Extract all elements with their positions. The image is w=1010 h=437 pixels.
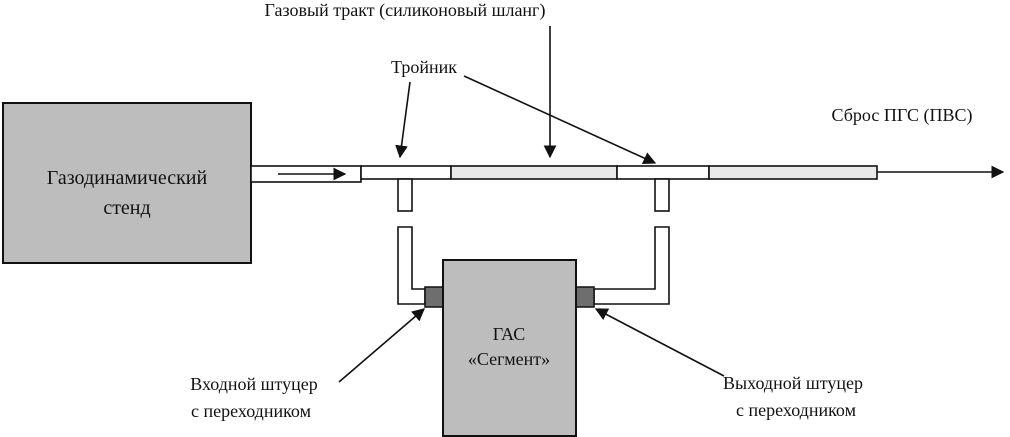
device-label-line1: ГАС [493,324,526,344]
inlet-label-line2: с переходником [191,401,311,421]
outlet-label-line1: Выходной штуцер [723,373,863,393]
tube-segment-tee1 [360,165,452,180]
discharge-label: Сброс ПГС (ПВС) [832,105,973,126]
stand-label-line2: стенд [103,197,150,219]
stand-label-line1: Газодинамический [47,167,208,189]
inlet-hose [397,226,426,305]
gas-analyzer-device: ГАС «Сегмент» [442,259,577,437]
outlet-hose [593,226,670,305]
inlet-pointer-icon [338,308,425,383]
tee-label: Тройник [391,57,457,77]
tee1-stub [397,178,413,212]
gas-dynamic-stand: Газодинамический стенд [2,102,252,264]
tee1-pointer-icon [395,81,411,159]
inlet-fitting [424,286,444,308]
gas-path-label: Газовый тракт (силиконовый шланг) [265,0,546,21]
tee2-pointer-icon [463,75,657,165]
inlet-label-line1: Входной штуцер [190,374,318,394]
device-label-line2: «Сегмент» [468,349,550,369]
outlet-pointer-icon [594,308,725,377]
tube-segment-tee2 [616,165,710,180]
outlet-label-line2: с переходником [736,400,856,420]
gas-path-tube [250,165,1005,183]
tee2-stub [654,178,670,212]
outlet-fitting [575,286,595,308]
tube-segment-end [708,165,878,180]
tube-segment-middle [450,165,618,180]
